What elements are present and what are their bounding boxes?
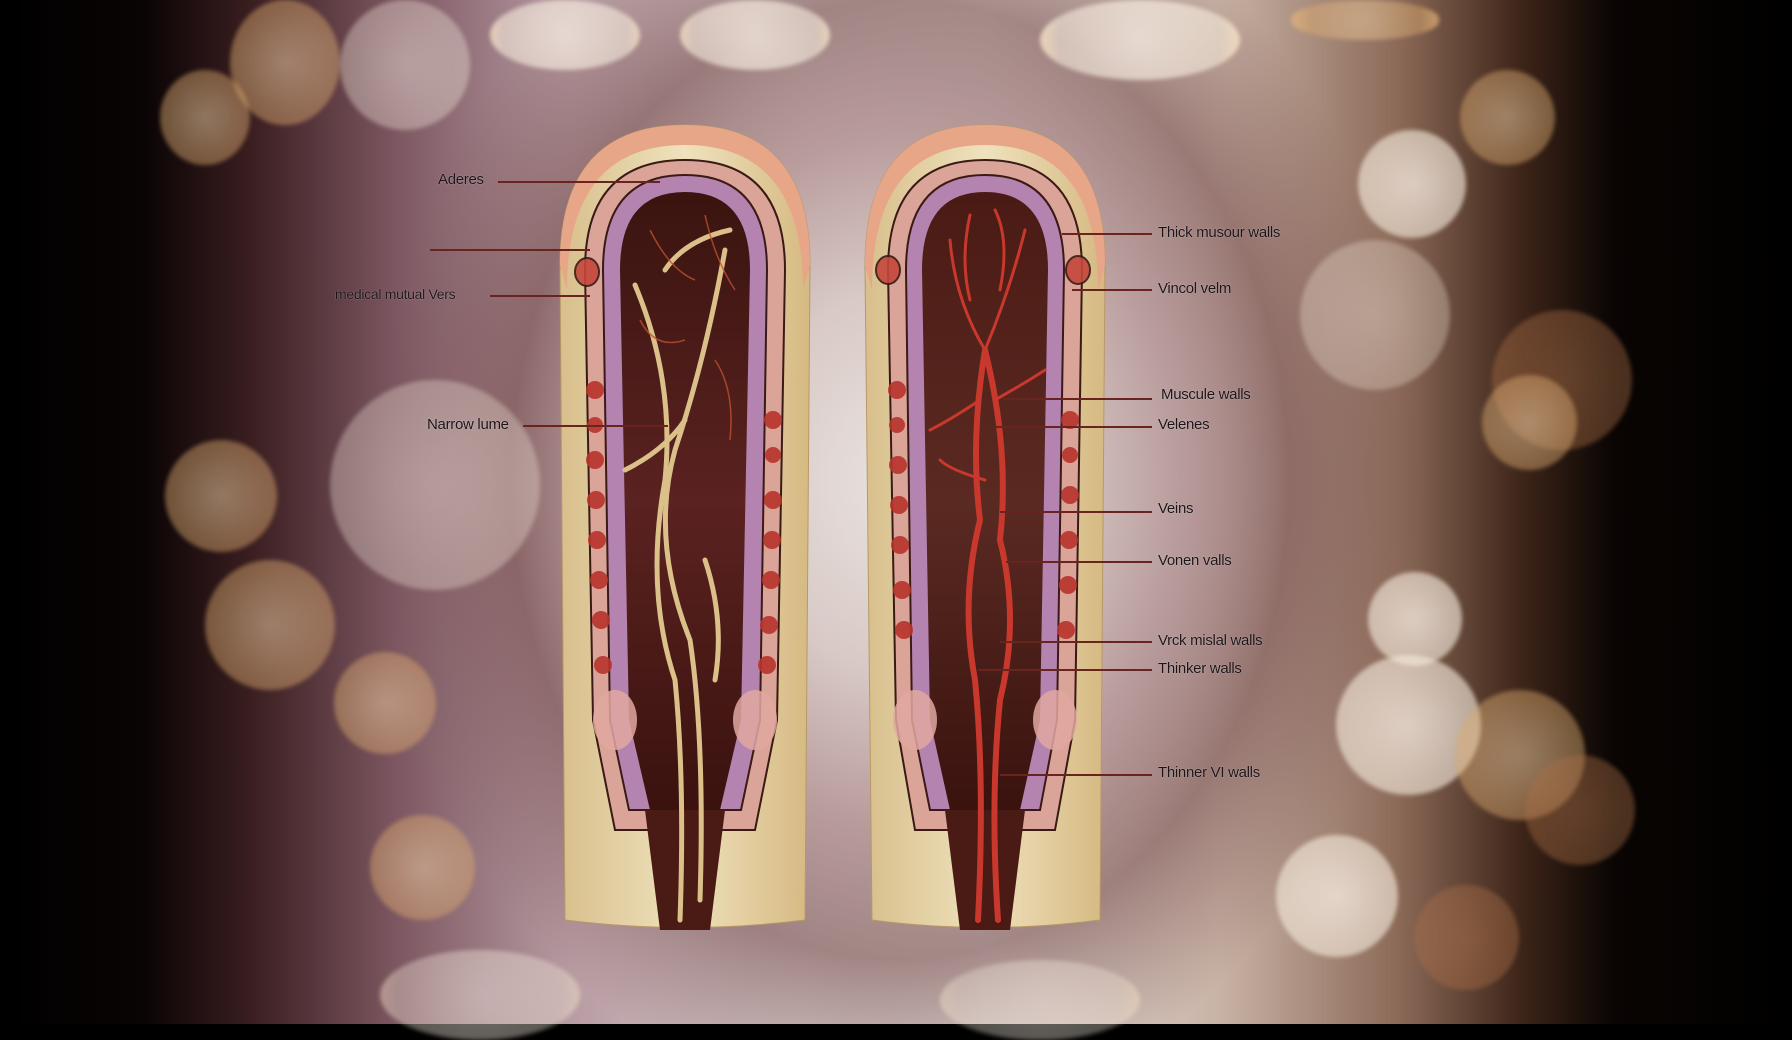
bokeh-light [1414,885,1519,990]
leader-line [490,295,590,297]
label-thick-musour-walls: Thick musour walls [1158,224,1281,241]
leader-line [430,249,590,251]
leader-line [1000,641,1152,643]
leader-line [523,425,668,427]
bokeh-light [230,0,340,125]
bokeh-light [1460,70,1555,165]
label-aderes: Aderes [438,171,484,188]
bokeh-light [490,0,640,70]
vein-cross-section [864,124,1106,930]
bokeh-light [334,652,436,754]
bokeh-light [340,0,470,130]
bokeh-light [330,380,540,590]
label-vincol-velm: Vincol velm [1158,280,1232,297]
bokeh-light [1040,0,1240,80]
bokeh-light [205,560,335,690]
bokeh-light [1358,130,1466,238]
bokeh-light [1276,835,1398,957]
label-medical-mutual-vers: medical mutual Vers [335,286,456,302]
label-thinker-walls: Thinker walls [1158,660,1242,677]
bokeh-light [680,0,830,70]
leader-line [1004,398,1152,400]
leader-line [1000,774,1152,776]
bokeh-light [1525,755,1635,865]
bokeh-light [380,950,580,1040]
leader-line [1006,561,1152,563]
bokeh-light [940,960,1140,1040]
label-vrck-mislal-walls: Vrck mislal walls [1158,632,1263,649]
leader-line [1000,511,1152,513]
label-muscule-walls: Muscule walls [1161,386,1251,403]
leader-line [1062,233,1152,235]
bokeh-light [1368,572,1462,666]
artery-cross-section [559,124,811,930]
bokeh-light [370,815,475,920]
bokeh-light [1290,0,1440,40]
bokeh-light [165,440,277,552]
label-veins: Veins [1158,500,1194,517]
leader-line [1072,289,1152,291]
label-thinner-vi-walls: Thinner VI walls [1158,764,1260,781]
leader-line [978,669,1152,671]
leader-line [498,181,660,183]
label-vonen-valls: Vonen valls [1158,552,1232,569]
label-velenes: Velenes [1158,416,1210,433]
label-narrow-lume: Narrow lume [427,416,509,433]
leader-line [996,426,1152,428]
bokeh-light [1300,240,1450,390]
bokeh-light [1482,375,1577,470]
